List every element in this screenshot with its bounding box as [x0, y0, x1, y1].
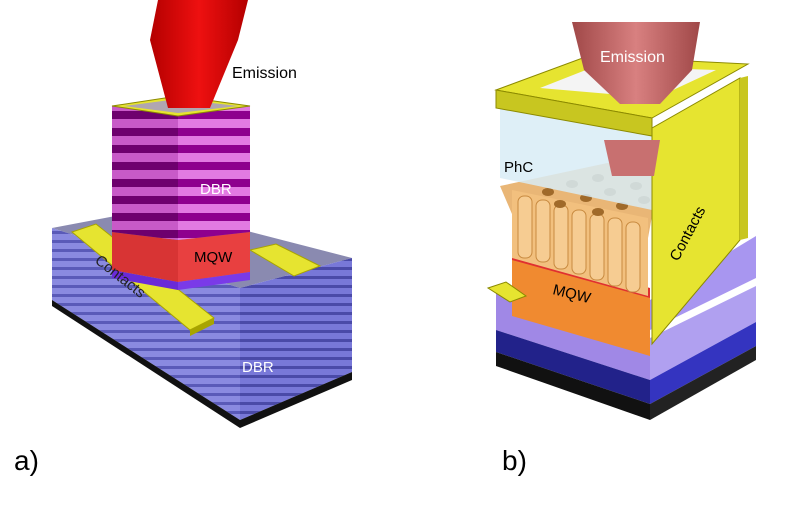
bottom-dbr-label: DBR — [242, 359, 274, 376]
panel-a: Emission DBR MQW Contacts DBR a) — [14, 0, 352, 476]
top-dbr-label: DBR — [200, 181, 232, 198]
panel-b-tag: b) — [502, 445, 527, 476]
emission-label-a: Emission — [232, 65, 297, 82]
mqw-label-a: MQW — [194, 249, 233, 266]
panel-b: Emission PhC MQW Contacts b) — [486, 22, 756, 476]
emission-beam-a — [150, 0, 248, 108]
phc-rods — [512, 168, 650, 296]
emission-label-b: Emission — [600, 49, 665, 66]
phc-label: PhC — [504, 159, 533, 176]
emission-beam-b — [572, 22, 700, 104]
mqw-layer-b — [512, 258, 650, 356]
panel-a-tag: a) — [14, 445, 39, 476]
contact-pad-b — [486, 281, 528, 303]
